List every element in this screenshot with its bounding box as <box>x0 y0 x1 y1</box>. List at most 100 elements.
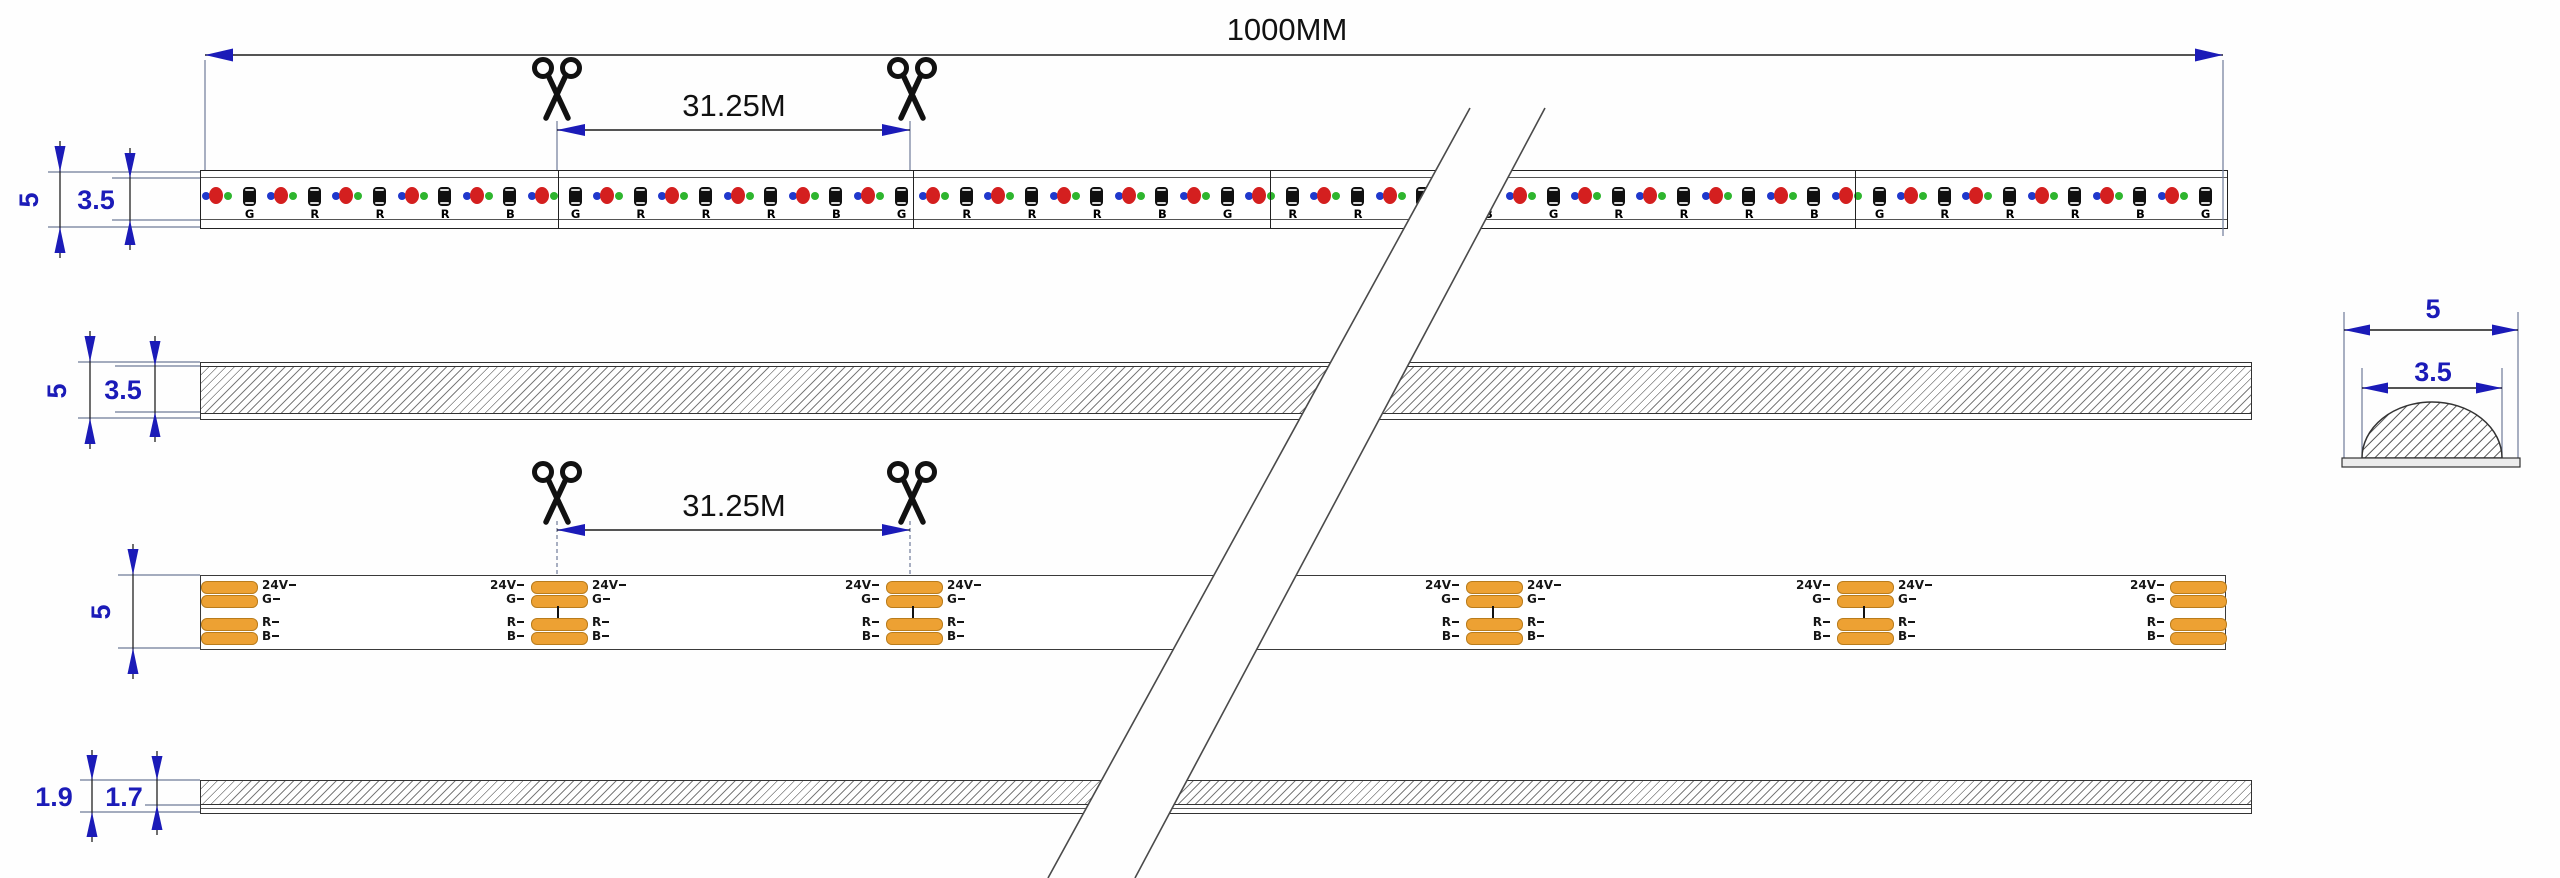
segment-cut-line <box>1270 171 1272 228</box>
hatch-fill <box>201 366 2251 414</box>
led-green-dot <box>289 192 298 200</box>
lead-line-tick <box>1908 597 1916 600</box>
led-green-dot <box>1006 192 1015 200</box>
led-red-dot <box>2034 187 2049 204</box>
lead-line-tick <box>1823 583 1830 586</box>
led-green-dot <box>550 192 558 200</box>
top-view-inner-width-label: 3.5 <box>77 185 115 215</box>
lead-line-tick <box>1452 620 1459 623</box>
lead-line-tick <box>1823 634 1830 637</box>
led-red-dot <box>991 187 1006 204</box>
tape-outer-thickness-label: 1.9 <box>35 782 73 812</box>
led-red-dot <box>861 187 875 204</box>
lead-line-tick <box>1452 583 1459 586</box>
solder-pad <box>1466 618 1523 631</box>
scissors-icon <box>890 60 935 119</box>
lead-line-tick <box>1452 597 1459 600</box>
led-rgb-cluster <box>2158 186 2188 206</box>
led-rgb-cluster <box>528 186 558 206</box>
solder-pad <box>2170 618 2227 631</box>
dim-cut-length-top: 31.25M <box>556 88 911 170</box>
chip-channel-letter: B <box>506 207 515 221</box>
led-green-dot <box>484 192 493 200</box>
lead-line-tick <box>1823 597 1830 600</box>
pad-label: G <box>2118 592 2164 606</box>
pad-label: G <box>1413 592 1459 606</box>
chip-channel-letter: R <box>440 207 450 221</box>
pad-label: B <box>1527 629 1573 643</box>
led-rgb-cluster <box>658 186 689 206</box>
led-red-dot <box>1382 187 1397 204</box>
led-green-dot <box>1919 192 1928 200</box>
led-red-dot <box>1969 187 1984 204</box>
pad-label-text: G <box>262 591 272 606</box>
solder-pad <box>1837 632 1894 645</box>
led-red-dot <box>1839 187 1853 204</box>
pad-label-text: R <box>1898 614 1908 629</box>
led-green-dot <box>1332 192 1341 200</box>
ic-chip <box>568 187 582 206</box>
pad-label: G <box>478 591 524 606</box>
strip-tape-view <box>200 780 2252 814</box>
ic-chip <box>1155 187 1169 206</box>
pad-label: B <box>592 629 638 643</box>
led-rgb-cluster <box>397 186 428 206</box>
segment-cut-line <box>1855 171 1857 228</box>
solder-pad <box>1837 618 1894 631</box>
lead-line-tick <box>1554 583 1561 586</box>
led-green-dot <box>941 192 950 200</box>
tape-inner-thickness-label: 1.7 <box>105 782 143 812</box>
lead-line-tick <box>517 634 524 637</box>
led-red-dot <box>1187 187 1201 204</box>
pad-label: B <box>947 629 993 643</box>
solder-pad <box>1466 595 1523 608</box>
pad-label: 24V <box>833 578 879 592</box>
led-green-dot <box>1071 192 1080 200</box>
pad-label-text: B <box>1441 628 1451 643</box>
lead-line-tick <box>272 620 280 623</box>
led-green-dot <box>810 192 819 200</box>
led-rgb-cluster <box>1832 186 1862 206</box>
ic-chip <box>2003 187 2016 206</box>
cross-section-view: 5 3.5 <box>2341 294 2521 468</box>
pad-cut-line <box>912 606 914 618</box>
led-red-dot <box>1513 187 1527 204</box>
led-green-dot <box>1788 192 1797 200</box>
led-green-dot <box>2049 192 2058 200</box>
chip-channel-letter: B <box>1810 207 1819 221</box>
lead-line-tick <box>974 583 981 586</box>
led-red-dot <box>1447 187 1462 204</box>
scissors-icon <box>890 464 935 523</box>
ic-chip <box>1677 187 1690 206</box>
pad-label-text: R <box>1527 614 1537 629</box>
pad-label: R <box>478 615 524 629</box>
ic-chip <box>1872 187 1886 206</box>
chip-channel-letter: B <box>2136 207 2145 221</box>
solder-pad <box>531 618 588 631</box>
led-red-dot <box>1252 187 1267 204</box>
segment-cut-line <box>913 171 915 228</box>
ic-chip <box>699 187 712 206</box>
pad-label-text: G <box>506 591 516 606</box>
lead-line-tick <box>602 634 610 637</box>
scissors-icon <box>535 464 580 523</box>
pad-label: R <box>262 615 308 629</box>
ic-chip <box>1025 187 1038 206</box>
pad-label-text: 24V <box>262 577 288 592</box>
chip-channel-letter: R <box>2005 207 2015 221</box>
led-red-dot <box>1904 187 1919 204</box>
led-rgb-cluster <box>1962 186 1993 206</box>
led-rgb-cluster <box>984 186 1015 206</box>
chip-channel-letter: R <box>2070 207 2080 221</box>
ic-chip <box>1546 187 1560 206</box>
led-rgb-cluster <box>1375 186 1406 206</box>
lead-line-tick <box>957 634 965 637</box>
dim-cut-length-back: 31.25M <box>556 488 911 574</box>
lead-line-tick <box>517 583 524 586</box>
lead-line-tick <box>2157 583 2164 586</box>
solder-pad <box>886 581 943 594</box>
led-green-dot <box>1984 192 1993 200</box>
pad-label: G <box>1784 592 1830 606</box>
led-rgb-cluster <box>2092 186 2123 206</box>
